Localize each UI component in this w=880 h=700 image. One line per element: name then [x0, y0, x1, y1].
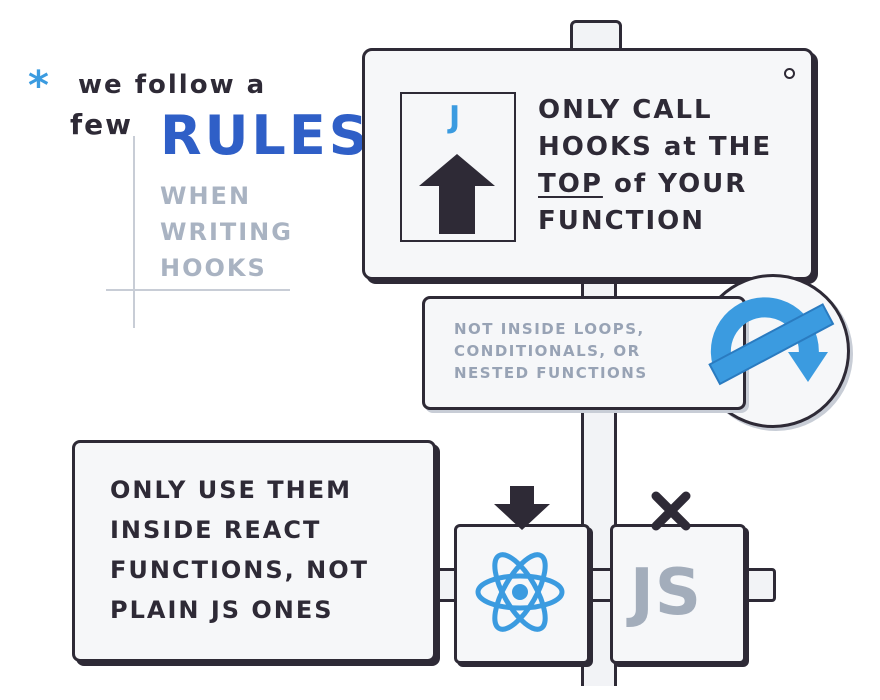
rule-line: PLAIN JS ONES	[110, 596, 334, 624]
js-box	[610, 524, 746, 664]
rule-top-of-function: ONLY CALL HOOKS at THE TOP of YOUR FUNCT…	[538, 92, 772, 240]
intro-vertical-rule	[133, 136, 135, 328]
rule-line-rest: of YOUR	[602, 169, 748, 199]
rule-line: INSIDE REACT	[110, 516, 322, 544]
left-sign	[72, 440, 436, 662]
react-logo-icon	[475, 552, 565, 632]
rule-note-line: NOT INSIDE LOOPS,	[454, 320, 645, 338]
down-arrow-icon	[494, 486, 550, 530]
js-label: JS	[630, 556, 702, 630]
intro-few: few	[70, 108, 134, 141]
rule-react-functions: ONLY USE THEM INSIDE REACT FUNCTIONS, NO…	[110, 470, 369, 630]
rule-line: FUNCTION	[538, 206, 705, 236]
intro-subtitle-line: HOOKS	[160, 254, 267, 282]
rule-line: ONLY USE THEM	[110, 476, 353, 504]
intro-subtitle-line: WHEN	[160, 182, 252, 210]
rule-line: HOOKS at THE	[538, 132, 773, 162]
hook-icon: J	[449, 100, 461, 135]
rule-note-line: CONDITIONALS, OR	[454, 342, 641, 360]
intro-rules-heading: RULES	[160, 104, 371, 167]
emphasis-top: TOP	[538, 169, 603, 199]
intro-horizontal-rule	[106, 289, 290, 291]
intro-subtitle: WHEN WRITING HOOKS	[160, 178, 293, 286]
rule-line: ONLY CALL	[538, 95, 713, 125]
up-arrow-icon	[419, 154, 495, 234]
rule-note-text: NOT INSIDE LOOPS, CONDITIONALS, OR NESTE…	[454, 318, 648, 384]
x-mark-icon	[651, 491, 691, 531]
no-loop-icon	[708, 297, 835, 386]
intro-line: we follow a	[78, 70, 267, 100]
rule-note-line: NESTED FUNCTIONS	[454, 364, 648, 382]
rule-line: TOP of YOUR	[538, 166, 772, 203]
rule-line: FUNCTIONS, NOT	[110, 556, 369, 584]
intro-subtitle-line: WRITING	[160, 218, 293, 246]
screw-icon	[784, 68, 795, 79]
asterisk-icon: *	[28, 63, 51, 109]
